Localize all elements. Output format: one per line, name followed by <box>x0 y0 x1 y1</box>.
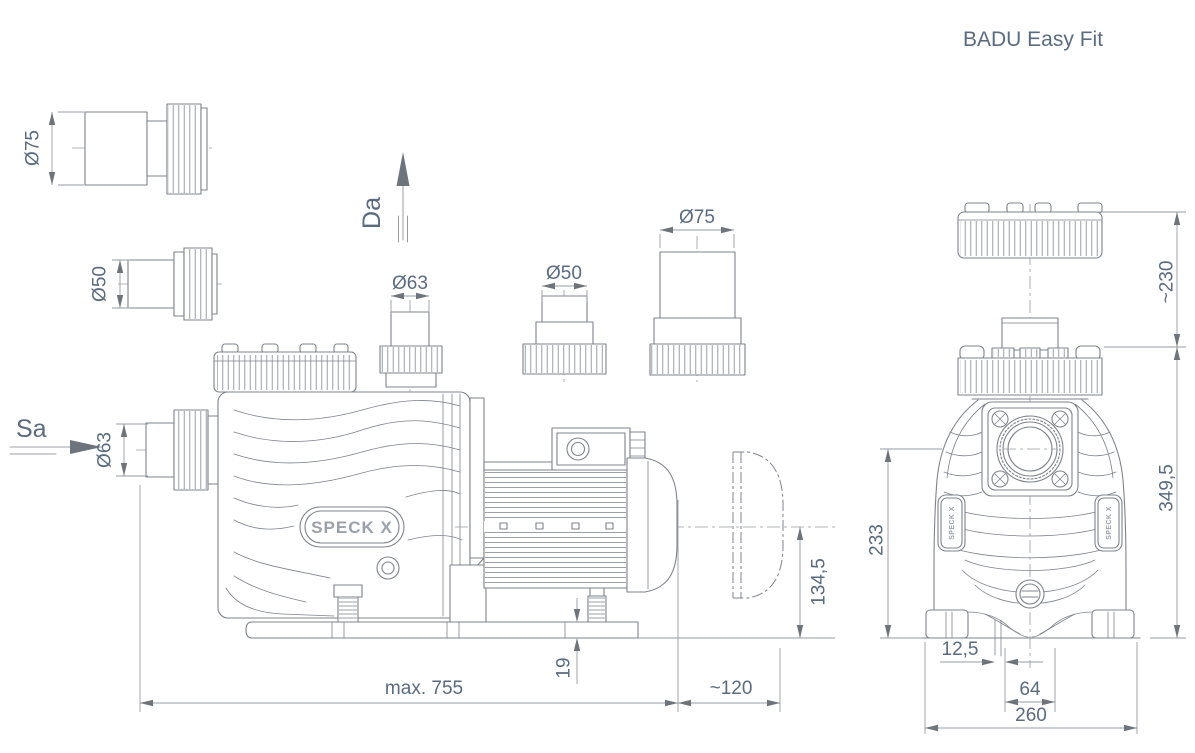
dimension-dia63-inlet: Ø63 <box>95 423 148 477</box>
housing-foot <box>333 584 363 623</box>
strainer-lid-side <box>213 343 357 393</box>
brand-tab-left: SPECK X <box>937 494 966 552</box>
page-title: BADU Easy Fit <box>963 28 1103 51</box>
outlet-union: Ø63 <box>379 273 443 392</box>
motor-foot <box>587 587 607 623</box>
housing-ribs <box>233 400 463 603</box>
dimension-slot-offset: 12,5 <box>940 639 1043 666</box>
dimension-suction-center-height: 233 <box>867 448 942 639</box>
discharge-label: Da <box>358 197 386 229</box>
dimension-overall-length: max. 755 <box>139 485 679 712</box>
union-adapter-50-horizontal: Ø50 <box>90 247 222 321</box>
dimension-overall-width: 260 <box>924 642 1138 734</box>
brand-tab-right: SPECK X <box>1094 494 1123 552</box>
base-plate-side <box>245 621 835 639</box>
brand-plate: SPECK X <box>299 506 405 548</box>
brand-tab-right-label: SPECK X <box>1106 506 1113 540</box>
inspection-window <box>996 415 1064 483</box>
suction-port-front <box>957 317 1103 396</box>
terminal-box <box>551 427 646 471</box>
adapter-50-vertical: Ø50 <box>522 263 607 382</box>
dimension-dia50-left: Ø50 <box>90 259 130 309</box>
dim-label-dia75-adapter: Ø75 <box>679 207 715 228</box>
dim-label-dia63-inlet: Ø63 <box>95 432 116 468</box>
dimension-foot-height: 19 <box>554 598 581 684</box>
dimension-dia75-adapter: Ø75 <box>659 207 735 248</box>
side-view-dimensions: max. 755 ~120 134,5 19 <box>139 485 830 712</box>
dim-label-overall-width: 260 <box>1015 705 1047 726</box>
union-adapter-75-horizontal: Ø75 <box>23 103 214 195</box>
strainer-lid-front <box>957 202 1103 259</box>
dimension-lid-removal-clearance: ~230 <box>1098 211 1186 348</box>
suction-arrow-icon <box>70 440 102 454</box>
dim-label-dia50: Ø50 <box>90 266 111 302</box>
dimension-shaft-center-height: 134,5 <box>796 527 830 638</box>
dim-label-service-clearance: ~120 <box>710 678 753 699</box>
brand-tab-left-label: SPECK X <box>949 506 956 540</box>
dim-label-dia75: Ø75 <box>23 130 44 166</box>
dim-label-suction-center-height: 233 <box>867 524 888 556</box>
dim-label-dia63-outlet: Ø63 <box>392 273 428 294</box>
dim-label-overall-length: max. 755 <box>385 678 463 699</box>
dimension-dia50-adapter: Ø50 <box>541 263 588 302</box>
discharge-flow-symbol: Da <box>358 152 410 243</box>
brand-plate-label: SPECK X <box>311 518 393 537</box>
pump-front-view: SPECK X SPECK X <box>919 202 1141 668</box>
dim-label-shaft-center-height: 134,5 <box>809 558 830 606</box>
dimension-dia75-left: Ø75 <box>23 111 84 186</box>
suction-label: Sa <box>16 415 47 443</box>
fan-cover <box>626 457 678 593</box>
flange-screws <box>991 410 1069 488</box>
adapter-75-vertical: Ø75 <box>649 207 746 382</box>
dim-label-lid-clearance: ~230 <box>1157 261 1178 304</box>
pump-body-front: SPECK X SPECK X <box>919 398 1141 657</box>
dim-label-foot-height: 19 <box>554 657 575 678</box>
pump-side-view: Ø63 <box>95 152 835 639</box>
dim-label-slot-spacing: 64 <box>1019 679 1041 700</box>
drain-plug-front <box>1015 579 1045 609</box>
dim-label-slot-offset: 12,5 <box>942 639 979 660</box>
discharge-arrow-icon <box>396 152 410 186</box>
drain-plug-side <box>376 556 400 580</box>
motor <box>333 397 835 623</box>
fan-cover-removal-outline <box>732 451 784 599</box>
strainer-housing: SPECK X <box>217 391 471 619</box>
dimension-dia63-outlet: Ø63 <box>390 273 430 314</box>
suction-flow-symbol: Sa <box>9 415 102 455</box>
dim-label-dia50-adapter: Ø50 <box>546 263 582 284</box>
dimension-overall-height: 349,5 <box>1150 347 1186 639</box>
front-view-dimensions: ~230 349,5 233 12,5 <box>867 211 1186 734</box>
dimension-service-clearance: ~120 <box>678 648 781 712</box>
inlet-union: Ø63 <box>95 409 232 491</box>
dim-label-overall-height: 349,5 <box>1157 464 1178 512</box>
dimension-slot-spacing: 64 <box>1004 648 1056 712</box>
pump-feet-front <box>925 609 1135 657</box>
